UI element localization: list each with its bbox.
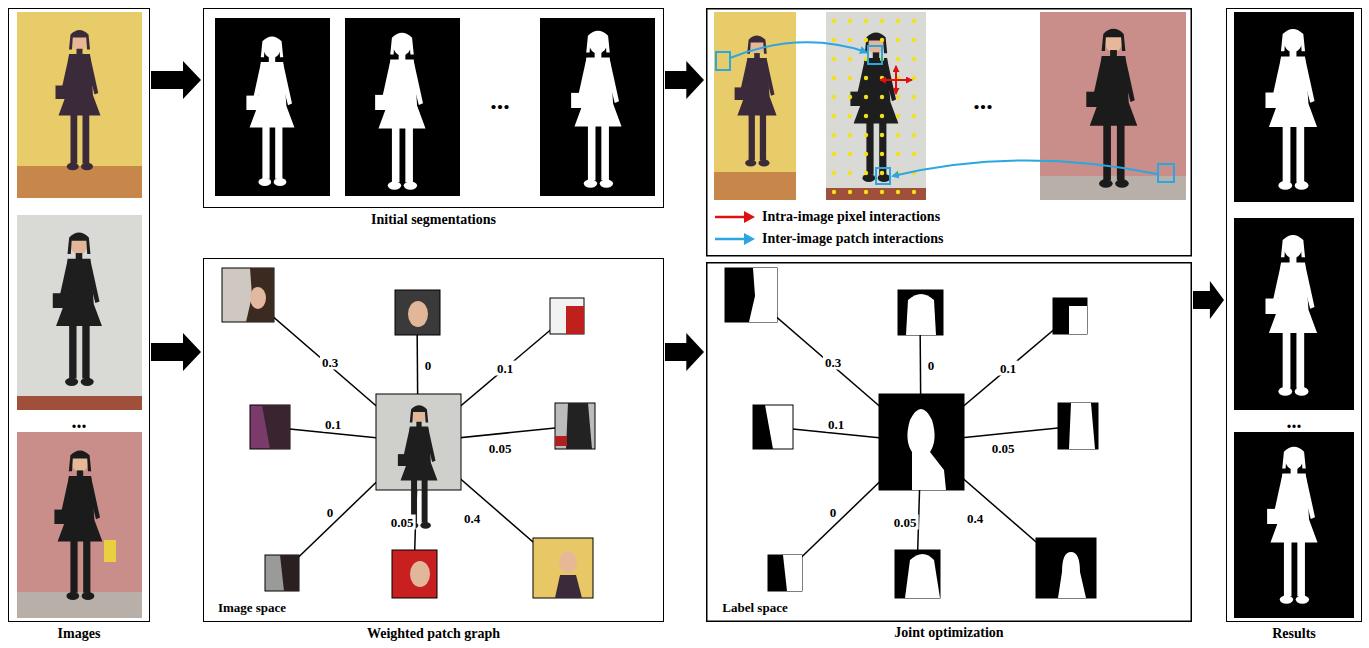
edge-weight: 0 xyxy=(423,358,434,373)
edge-weight: 0.4 xyxy=(965,511,985,526)
joint-optimization-panel: Joint optimization xyxy=(706,8,1192,622)
ellipsis: ... xyxy=(488,93,512,108)
joint-photos xyxy=(714,12,1186,200)
edge-weight: 0 xyxy=(828,505,839,520)
legend-arrow-shaft xyxy=(715,238,746,241)
edge-weight: 0.05 xyxy=(990,441,1017,456)
edge-weight: 0.05 xyxy=(892,515,919,530)
patch-graph-lines xyxy=(248,295,575,574)
panel-caption: Joint optimization xyxy=(894,625,1003,641)
legend-arrow xyxy=(714,232,756,246)
ellipsis: ... xyxy=(70,414,89,429)
panel-caption: Results xyxy=(1272,626,1316,642)
flow-arrow xyxy=(665,333,704,371)
edge-weight: 0.3 xyxy=(320,355,340,370)
ellipsis: ... xyxy=(1285,414,1304,429)
edge-weight: 0 xyxy=(325,505,336,520)
legend-arrow-head xyxy=(744,211,755,223)
edge-weight: 0.1 xyxy=(998,361,1018,376)
panel-caption: Initial segmentations xyxy=(371,212,496,228)
label-graph-lines xyxy=(751,295,1078,574)
image-column: Images xyxy=(8,8,150,622)
edge-weight: 0 xyxy=(926,358,937,373)
edge-weight: 0.1 xyxy=(495,361,515,376)
edge-weight: 0.05 xyxy=(389,515,416,530)
edge-weight: 0.3 xyxy=(823,355,843,370)
flow-arrow xyxy=(665,61,704,99)
label-patches xyxy=(725,268,1098,598)
space-label: Label space xyxy=(720,600,789,615)
legend-text: Inter-image patch interactions xyxy=(762,231,943,247)
result-masks xyxy=(1234,12,1354,618)
legend-text: Intra-image pixel interactions xyxy=(762,209,940,225)
space-label: Image space xyxy=(216,600,288,615)
flow-arrow xyxy=(151,333,201,371)
panel-caption: Weighted patch graph xyxy=(367,626,500,642)
legend-arrow-head xyxy=(744,233,755,245)
input-photos xyxy=(17,12,142,618)
legend-arrow xyxy=(714,210,756,224)
results-column: Results xyxy=(1226,8,1362,622)
edge-weight: 0.1 xyxy=(826,417,846,432)
legend-row: Inter-image patch interactions xyxy=(714,228,943,250)
patch-graph-panel: Weighted patch graph xyxy=(203,258,664,622)
flow-arrow xyxy=(151,61,201,99)
legend: Intra-image pixel interactionsInter-imag… xyxy=(714,206,943,250)
image-patches xyxy=(222,268,595,598)
edge-weight: 0.1 xyxy=(323,417,343,432)
segmentation-panel: Initial segmentations xyxy=(203,8,664,208)
legend-arrow-shaft xyxy=(715,216,746,219)
ellipsis: ... xyxy=(971,93,995,108)
edge-weight: 0.4 xyxy=(462,511,482,526)
joint-panels xyxy=(707,9,1192,622)
panel-caption: Images xyxy=(58,626,101,642)
flow-arrow xyxy=(1193,281,1224,319)
edge-weight: 0.05 xyxy=(487,441,514,456)
legend-row: Intra-image pixel interactions xyxy=(714,206,943,228)
segmentation-masks xyxy=(215,18,655,196)
